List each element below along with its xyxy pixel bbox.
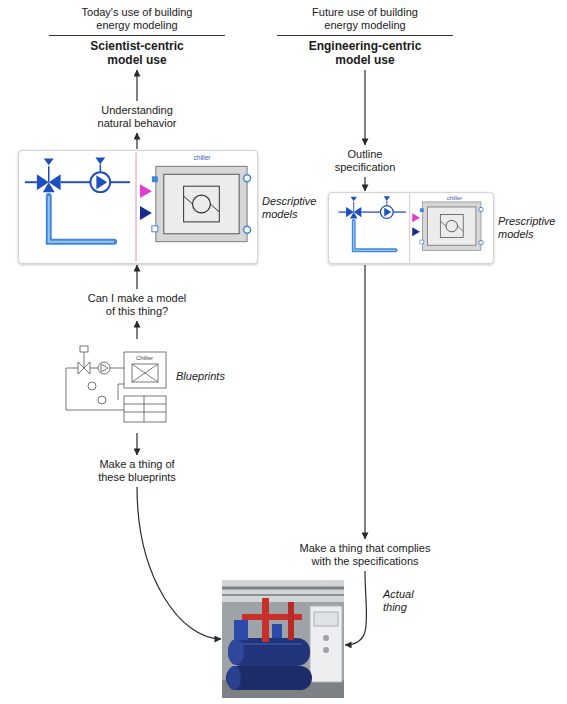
image-caption: Blueprints (176, 370, 238, 383)
step-text: Make a thing of these blueprints (90, 456, 184, 486)
part-label: chiller (447, 195, 463, 201)
heading-bold: Scientist-centric model use (49, 36, 225, 67)
step-label: Understanding natural behavior (87, 104, 187, 130)
model-diagram-art (25, 152, 251, 261)
flow-arrow (364, 265, 365, 539)
step-text: Make a thing that complies with the spec… (294, 540, 436, 570)
part-label: Chiller (136, 355, 153, 361)
model-diagram-art (329, 193, 493, 263)
step-text: Understanding natural behavior (87, 102, 187, 132)
column-heading: Future use of building energy modelingEn… (277, 4, 453, 69)
step-label: Make a thing that complies with the spec… (294, 542, 436, 568)
blueprint-drawing-art (66, 346, 166, 422)
equipment-photo-art (222, 580, 344, 698)
column-heading: Today's use of building energy modelingS… (49, 4, 225, 69)
step-text: Can I make a model of this thing? (85, 290, 189, 320)
step-text: Outline specification (323, 146, 407, 176)
flow-arrow (364, 177, 365, 191)
model-diagram-art (338, 193, 483, 263)
model-diagram: Descriptive modelschiller (18, 150, 258, 264)
flow-arrow (137, 487, 221, 639)
flow-arrow (136, 433, 137, 455)
image-caption: Prescriptive models (498, 215, 560, 241)
step-label: Make a thing of these blueprints (90, 458, 184, 484)
flow-arrow (345, 571, 367, 645)
equipment-photo: Actual thing (222, 580, 344, 698)
model-diagram-art (19, 151, 257, 263)
blueprint-drawing-art (62, 340, 170, 432)
blueprint-drawing: BlueprintsChiller (62, 340, 170, 432)
step-label: Can I make a model of this thing? (85, 292, 189, 318)
image-caption: Descriptive models (262, 195, 324, 221)
heading-text: Future use of building energy modeling (277, 6, 453, 36)
flow-arrow (364, 70, 365, 145)
step-label: Outline specification (323, 148, 407, 174)
heading-bold: Engineering-centric model use (277, 36, 453, 67)
flow-arrow (136, 133, 137, 149)
equipment-photo-art (222, 580, 344, 698)
model-diagram: Prescriptive modelschiller (328, 192, 494, 264)
flow-arrow (136, 321, 137, 339)
image-caption: Actual thing (383, 588, 423, 614)
flow-arrow (136, 265, 137, 289)
heading-text: Today's use of building energy modeling (49, 6, 225, 36)
part-label: chiller (194, 155, 211, 162)
flow-arrow (136, 70, 137, 101)
